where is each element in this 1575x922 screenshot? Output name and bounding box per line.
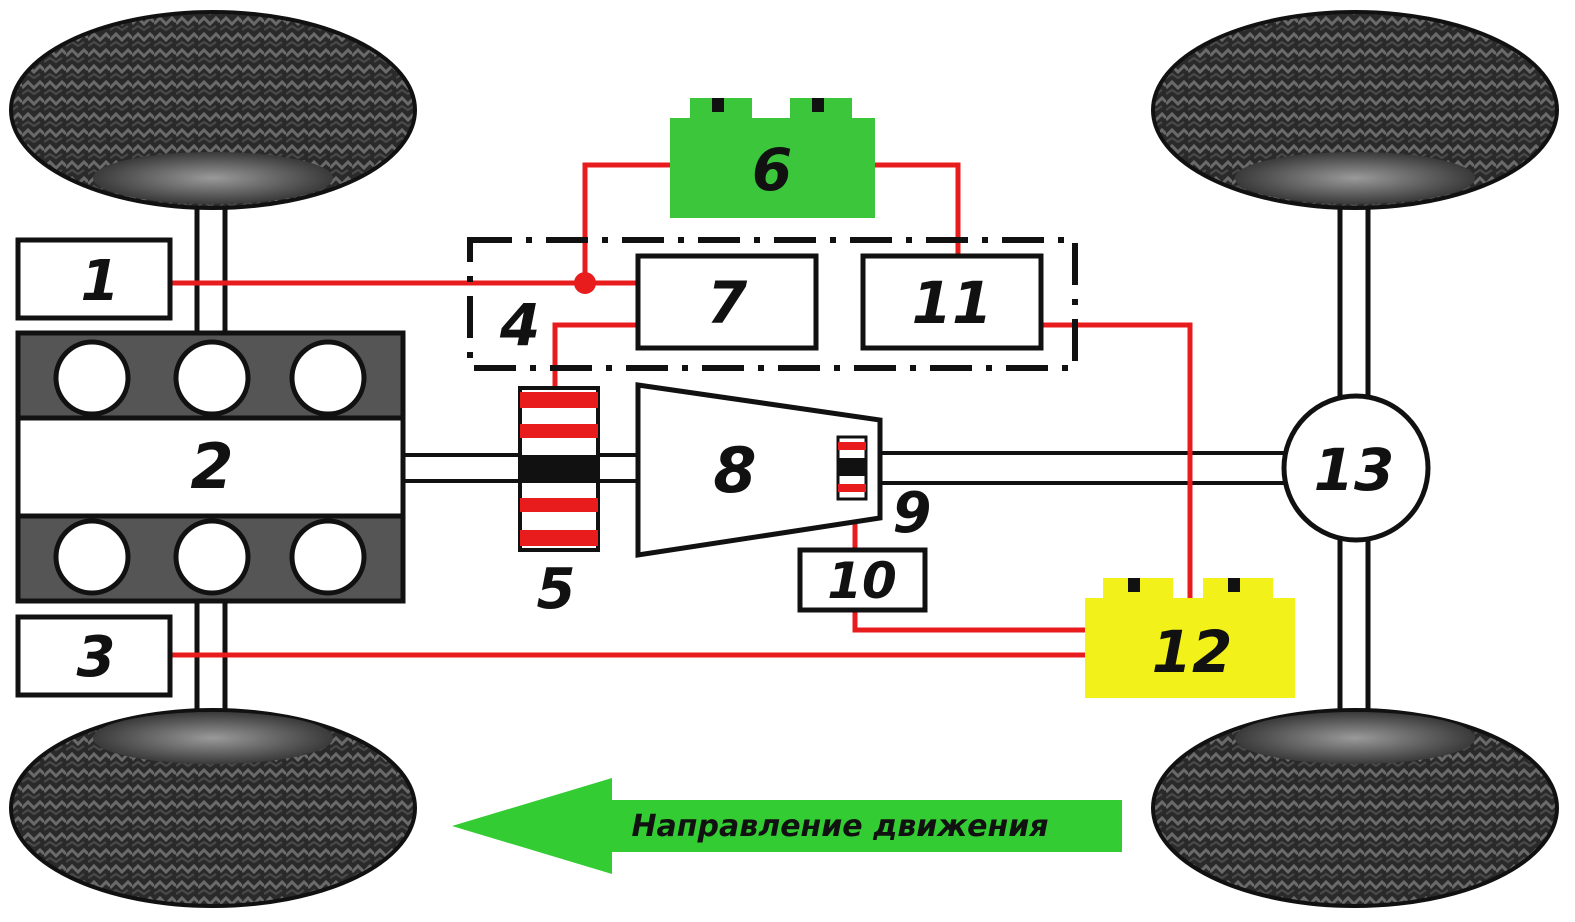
direction-arrow: Направление движения [452, 778, 1122, 874]
label-10: 10 [827, 552, 897, 610]
tire-rear-top [1153, 12, 1557, 208]
cylinder [292, 521, 364, 593]
label-5: 5 [537, 557, 576, 622]
direction-label: Направление движения [631, 809, 1048, 844]
component-7: 7 [638, 256, 816, 348]
label-11: 11 [912, 269, 993, 337]
label-1: 1 [81, 249, 120, 314]
differential-13: 13 [1284, 396, 1428, 540]
label-4: 4 [499, 291, 540, 359]
label-7: 7 [707, 269, 748, 337]
motor-generator-5: 5 [520, 388, 598, 622]
label-3: 3 [77, 625, 116, 690]
tire-front-top [11, 12, 415, 208]
tire-rear-bottom [1153, 710, 1557, 906]
cylinder [292, 342, 364, 414]
label-9: 9 [893, 481, 932, 546]
label-6: 6 [752, 136, 792, 204]
cylinder [56, 521, 128, 593]
component-11: 11 [863, 256, 1041, 348]
label-13: 13 [1314, 436, 1395, 504]
battery-6: 6 [670, 98, 875, 218]
label-2: 2 [190, 430, 233, 503]
component-10: 10 [800, 550, 925, 610]
cylinder [176, 342, 248, 414]
component-1: 1 [18, 240, 170, 318]
engine-2: 2 [18, 333, 403, 601]
cylinder [176, 521, 248, 593]
cylinder [56, 342, 128, 414]
wire-junction [574, 272, 596, 294]
label-12: 12 [1152, 618, 1233, 686]
tire-front-bottom [11, 710, 415, 906]
label-8: 8 [713, 434, 756, 507]
component-3: 3 [18, 617, 170, 695]
